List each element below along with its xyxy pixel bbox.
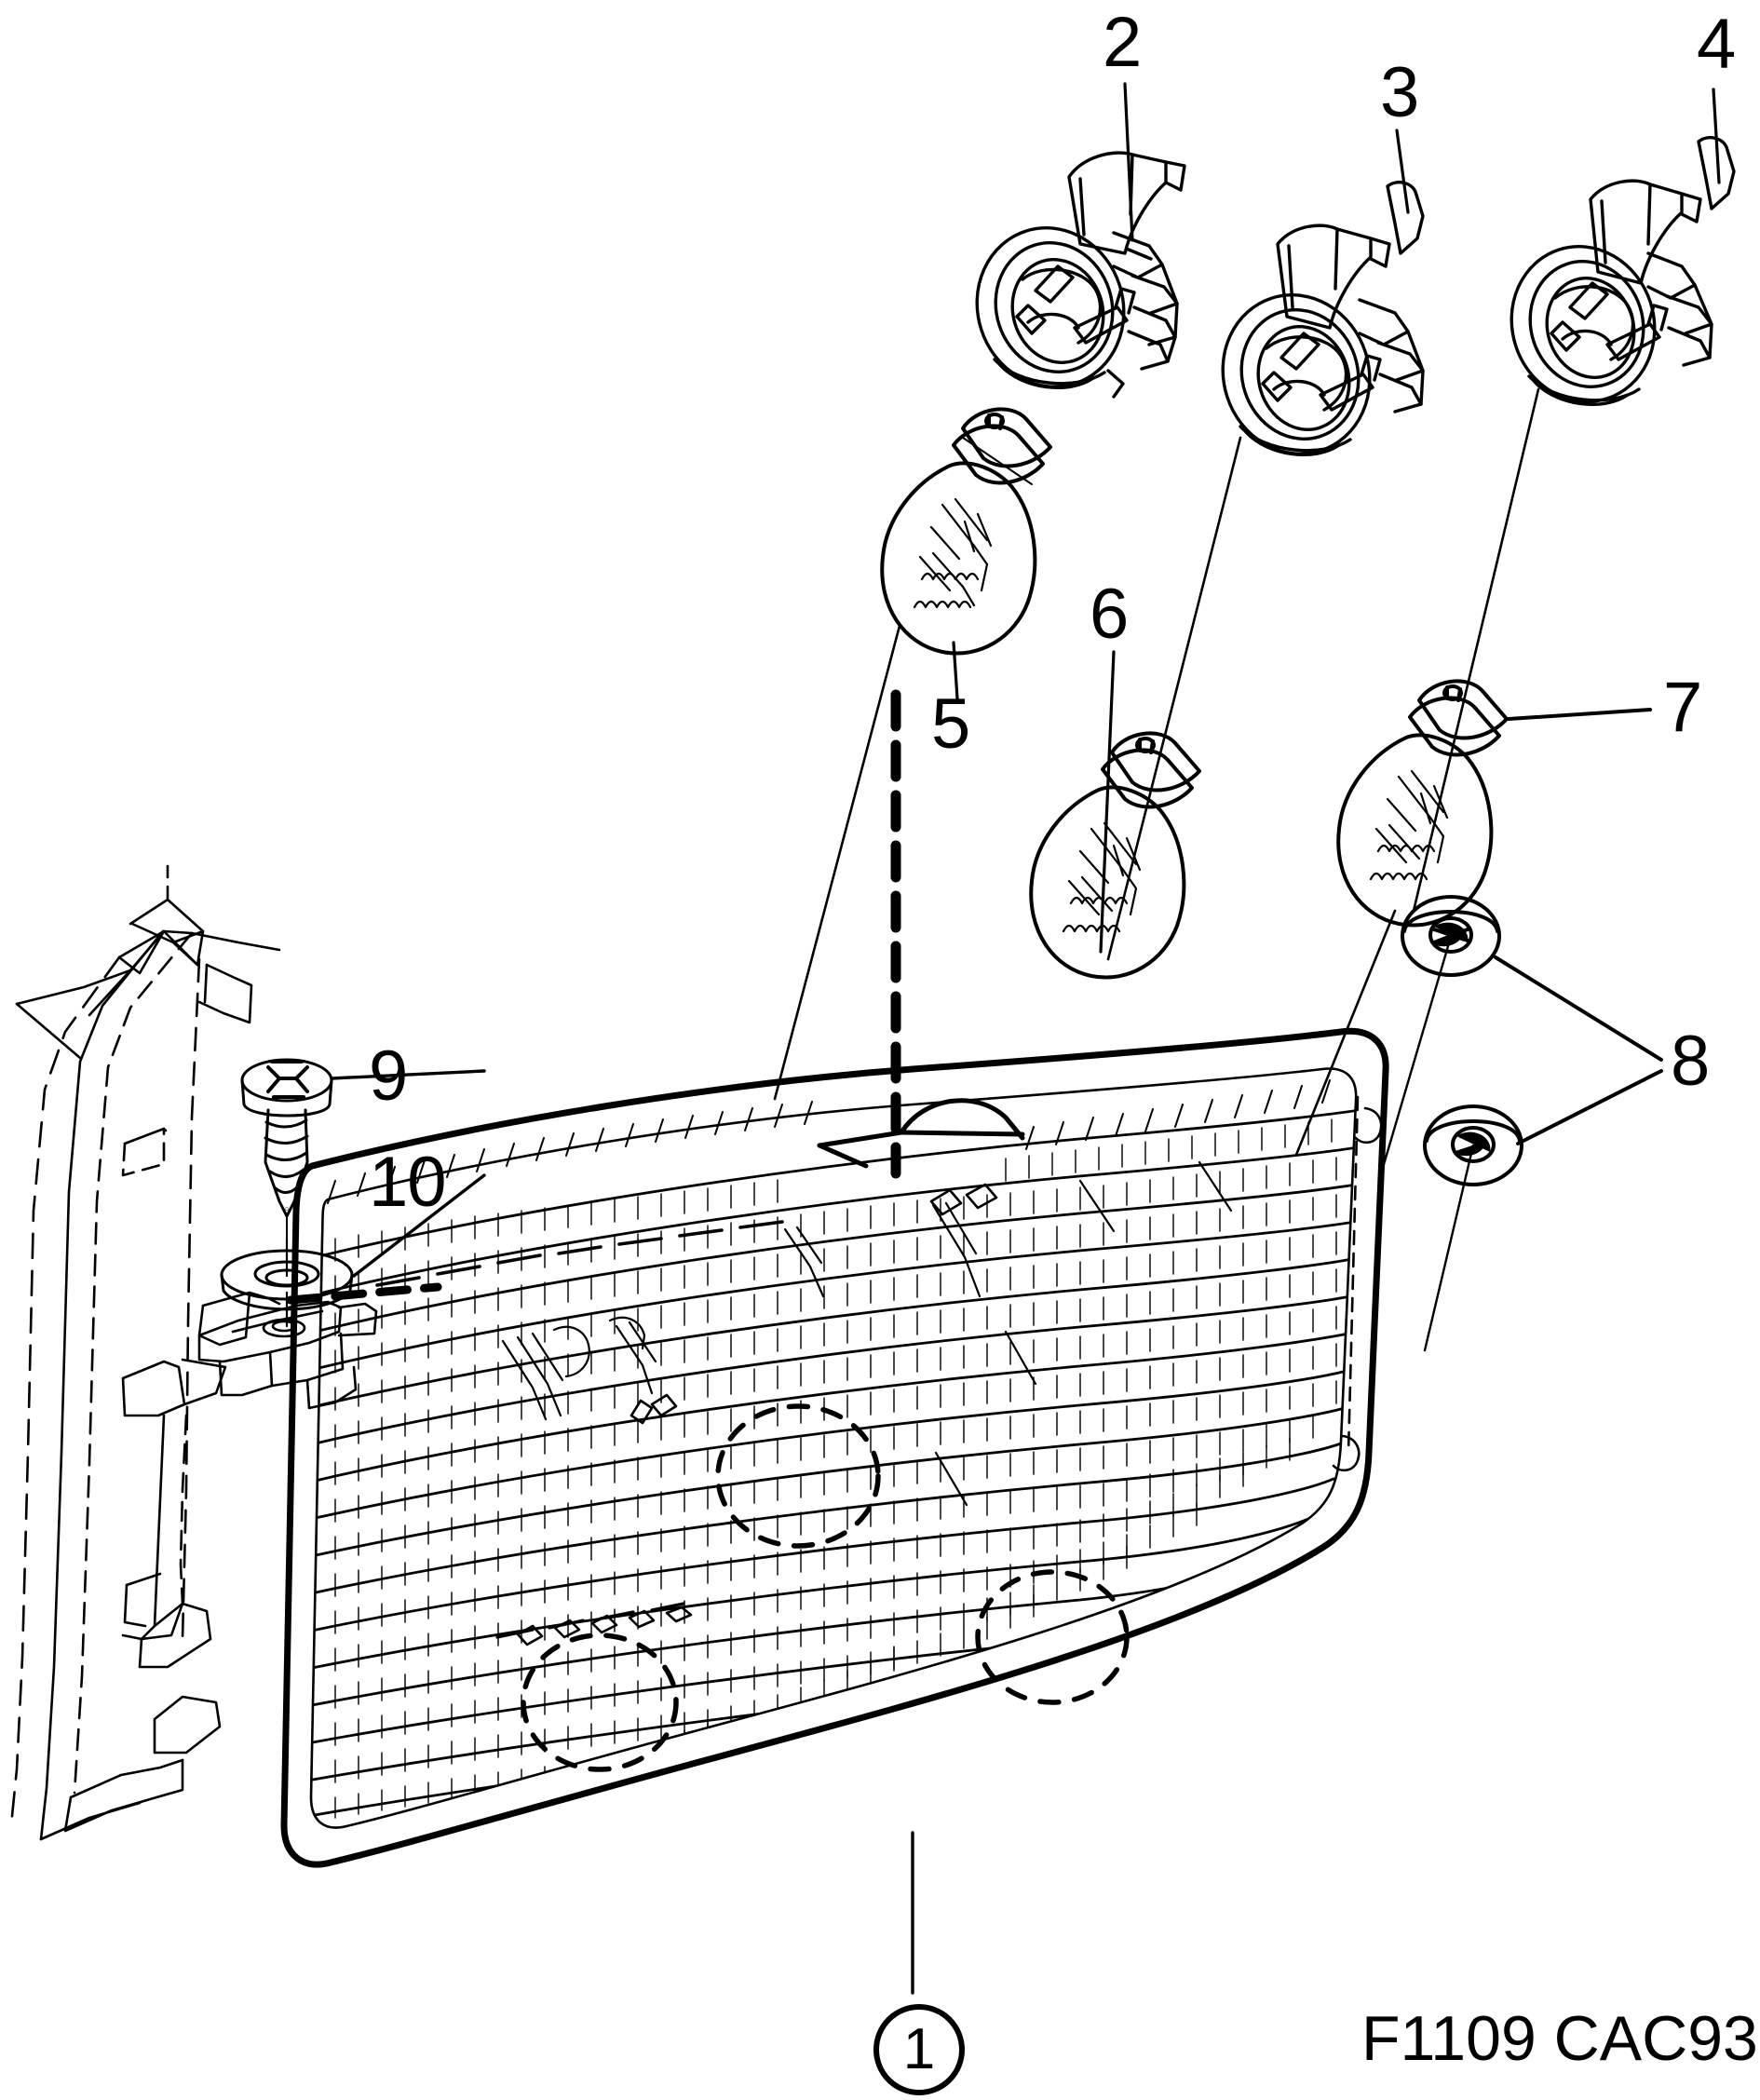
assembly-axis-horizontal	[286, 1282, 442, 1305]
leader-8-axis-upper	[1378, 935, 1453, 1179]
leader-7	[1507, 708, 1652, 721]
callout-6: 6	[1090, 575, 1129, 654]
leader-3	[1395, 129, 1410, 214]
callout-7: 7	[1663, 668, 1702, 747]
grommet-washer-upper	[1401, 895, 1501, 977]
leader-5-to-lens	[773, 624, 901, 1101]
callout-9: 9	[369, 1036, 408, 1116]
leader-4-to-lens	[1412, 387, 1540, 913]
bulb-socket-4	[1510, 136, 1736, 407]
grommet-washer-lower	[1423, 1104, 1523, 1186]
leader-4	[1712, 88, 1721, 184]
callout-3: 3	[1380, 53, 1419, 132]
leader-3-to-lens	[1106, 436, 1242, 961]
leader-8-axis-lower	[1423, 1144, 1475, 1352]
tail-lamp-lens	[280, 1027, 1389, 1868]
bulb-socket-2	[975, 151, 1186, 399]
mounting-screw-part	[240, 1058, 333, 1328]
leader-8-lower	[1516, 1069, 1663, 1145]
vehicle-body-panel	[9, 864, 378, 1841]
callout-10: 10	[369, 1143, 447, 1222]
bulb-position-circles	[521, 1403, 1130, 1772]
callout-8: 8	[1671, 1022, 1710, 1101]
callout-1-circled: 1	[873, 2004, 965, 2095]
leader-8-upper	[1494, 955, 1663, 1062]
callout-2: 2	[1103, 3, 1142, 82]
callout-5: 5	[931, 684, 970, 764]
leader-5	[952, 641, 959, 700]
leader-6	[1099, 650, 1116, 954]
bulb-socket-3	[1221, 181, 1425, 457]
mounting-bracket	[39, 1291, 378, 1841]
bulb-6	[1029, 731, 1201, 980]
drawing-caption: F1109 CAC93	[1361, 2003, 1758, 2074]
bulb-5	[880, 407, 1052, 656]
bulb-7	[1336, 679, 1509, 928]
leader-2	[1123, 82, 1134, 242]
leader-9	[330, 1069, 486, 1080]
callout-4: 4	[1697, 5, 1736, 84]
leader-10	[352, 1173, 486, 1278]
